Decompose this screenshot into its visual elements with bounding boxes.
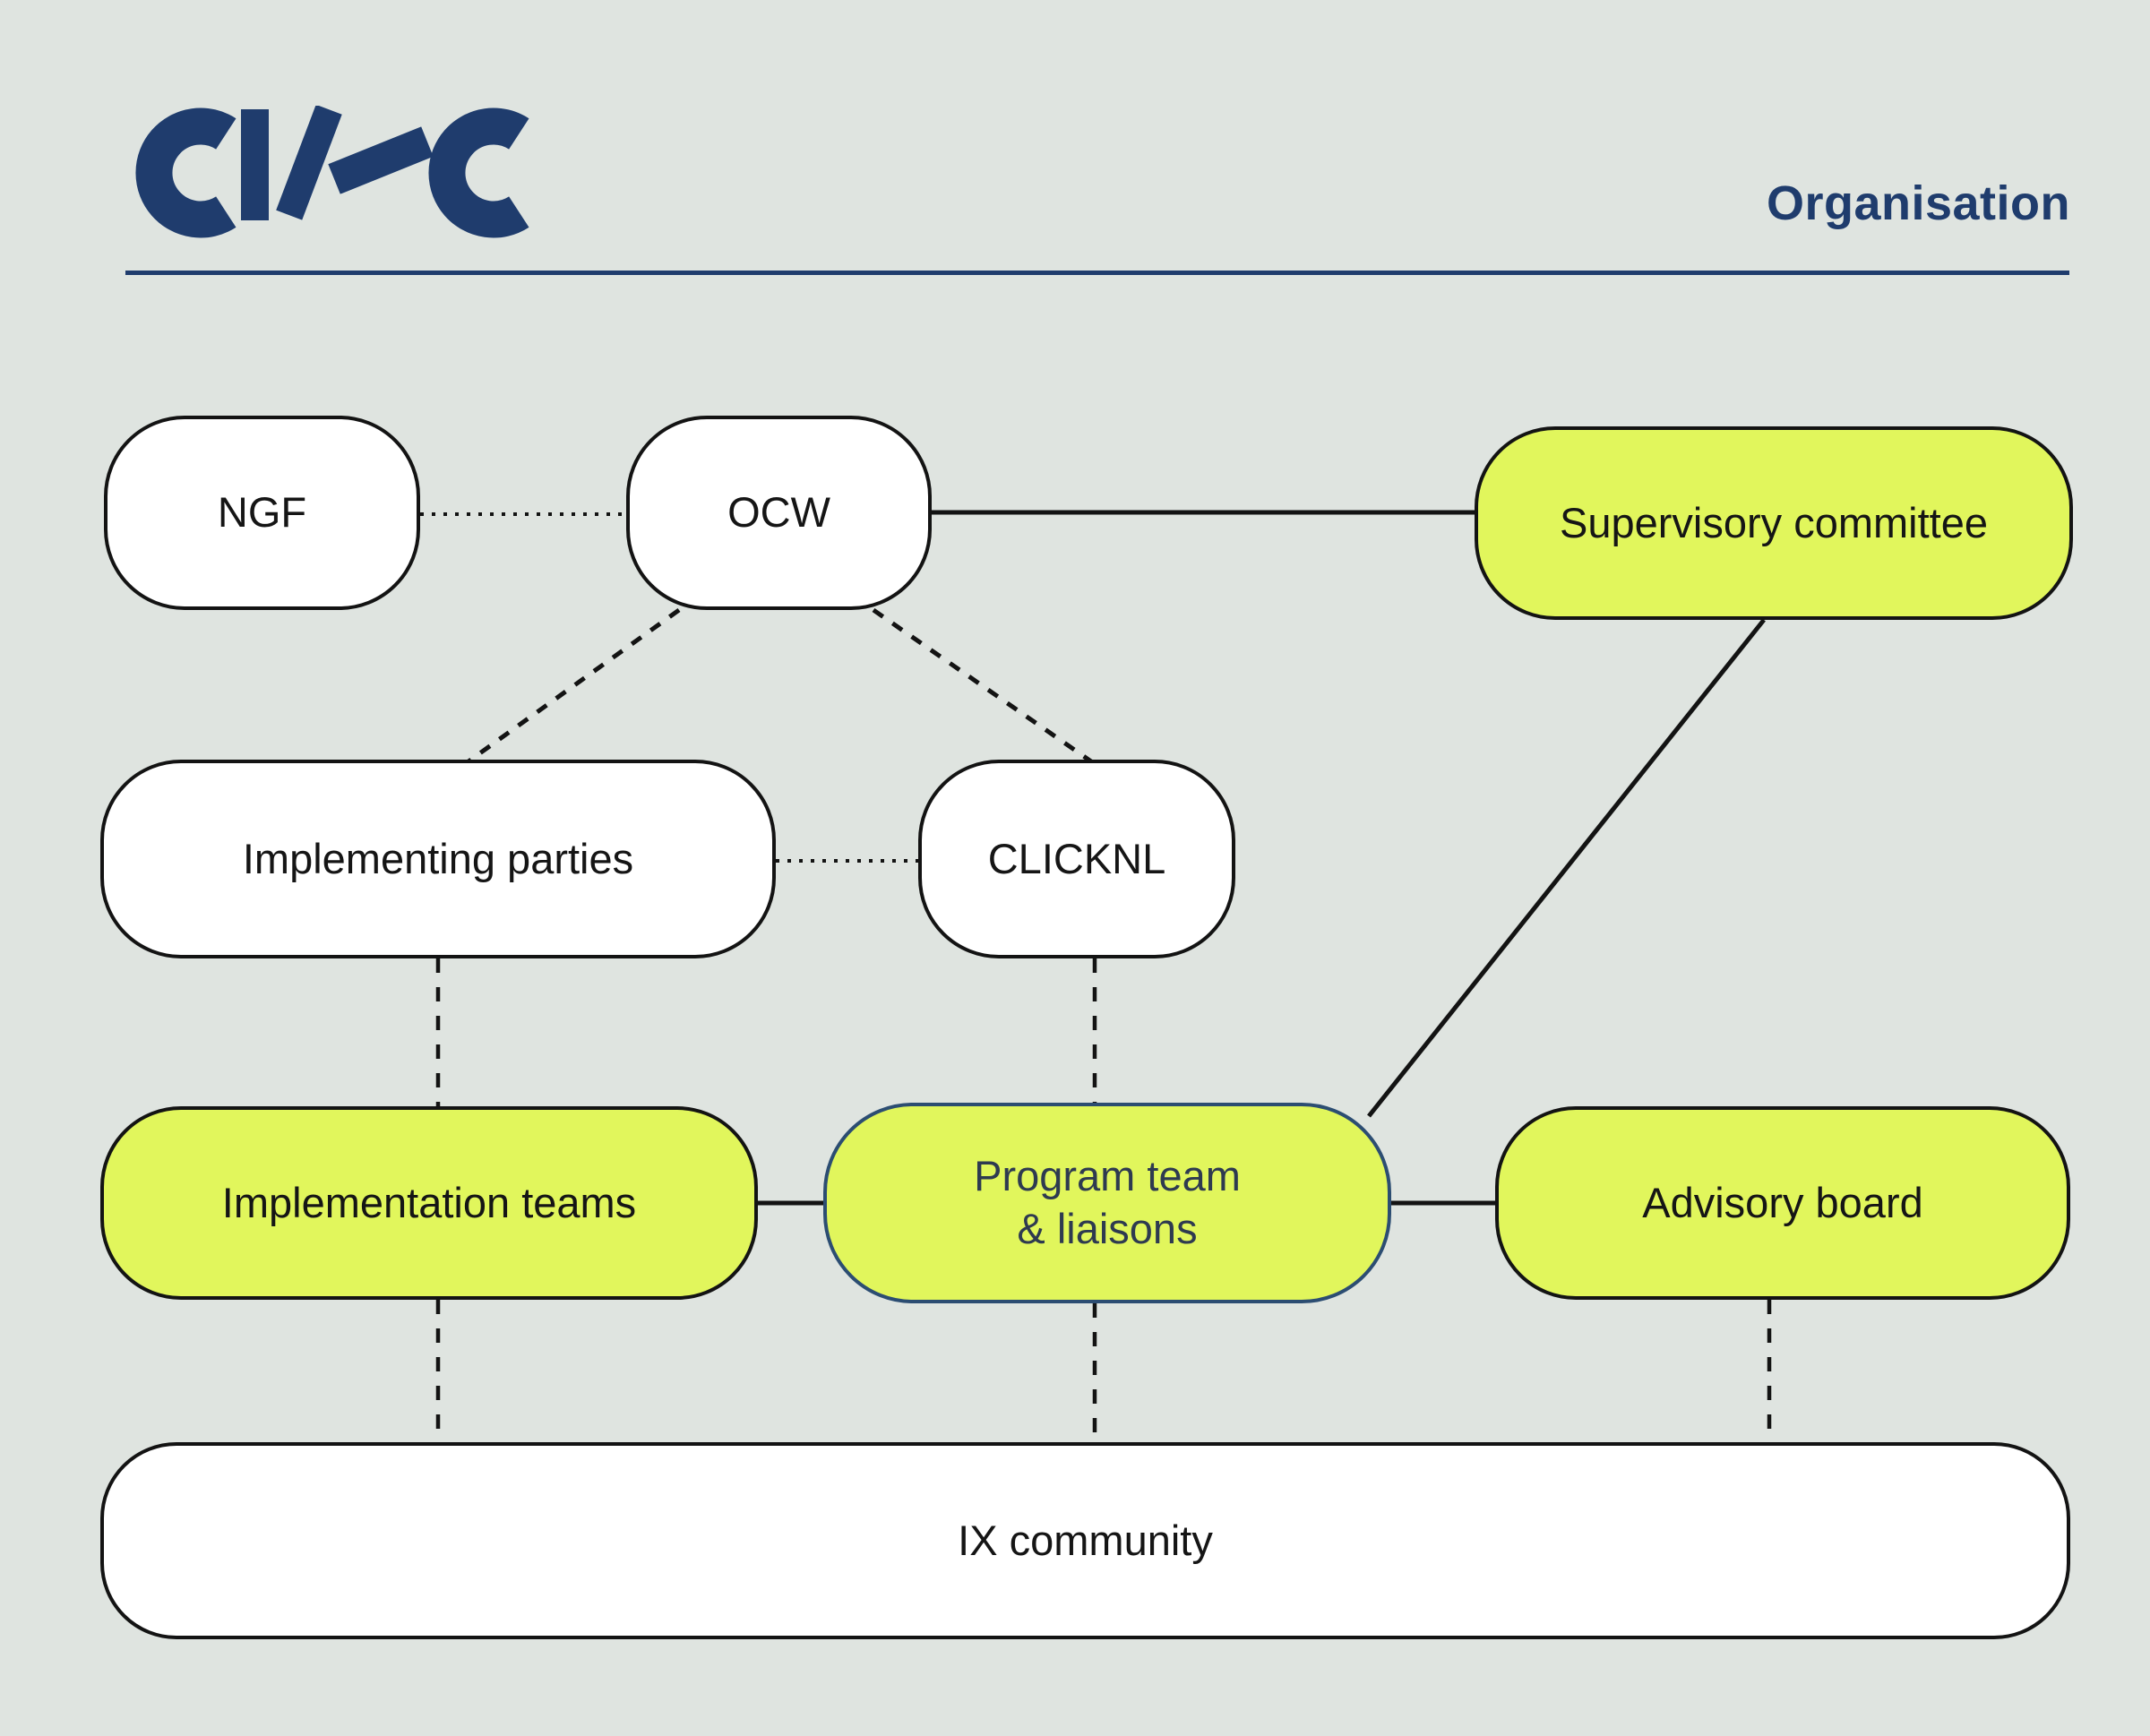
node-clicknl-label: CLICKNL bbox=[987, 834, 1166, 882]
node-advisory-board-label: Advisory board bbox=[1642, 1178, 1923, 1226]
civic-logo bbox=[135, 106, 529, 238]
node-implementing-parties: Implementing parties bbox=[100, 760, 776, 958]
node-implementation-teams-label: Implementation teams bbox=[221, 1178, 637, 1226]
node-supervisory-committee: Supervisory committee bbox=[1475, 426, 2073, 620]
node-ix-community: IX community bbox=[100, 1442, 2070, 1639]
node-ix-community-label: IX community bbox=[958, 1516, 1213, 1564]
edge-ocw-clicknl bbox=[872, 607, 1093, 764]
node-ocw: OCW bbox=[626, 416, 932, 610]
edge-ocw-implementing bbox=[467, 607, 681, 764]
node-ngf-label: NGF bbox=[217, 488, 307, 537]
node-supervisory-committee-label: Supervisory committee bbox=[1560, 498, 1988, 546]
header-divider bbox=[125, 271, 2069, 275]
node-ocw-label: OCW bbox=[727, 488, 830, 537]
node-implementing-parties-label: Implementing parties bbox=[242, 834, 634, 882]
node-clicknl: CLICKNL bbox=[918, 760, 1235, 958]
edge-supervisory-program bbox=[1367, 618, 1766, 1118]
node-advisory-board: Advisory board bbox=[1495, 1106, 2070, 1300]
page-title: Organisation bbox=[1766, 176, 2070, 230]
node-implementation-teams: Implementation teams bbox=[100, 1106, 758, 1300]
node-program-team-liaisons: Program team & liaisons bbox=[823, 1103, 1391, 1303]
node-program-team-liaisons-label: Program team & liaisons bbox=[974, 1152, 1241, 1252]
node-ngf: NGF bbox=[104, 416, 420, 610]
